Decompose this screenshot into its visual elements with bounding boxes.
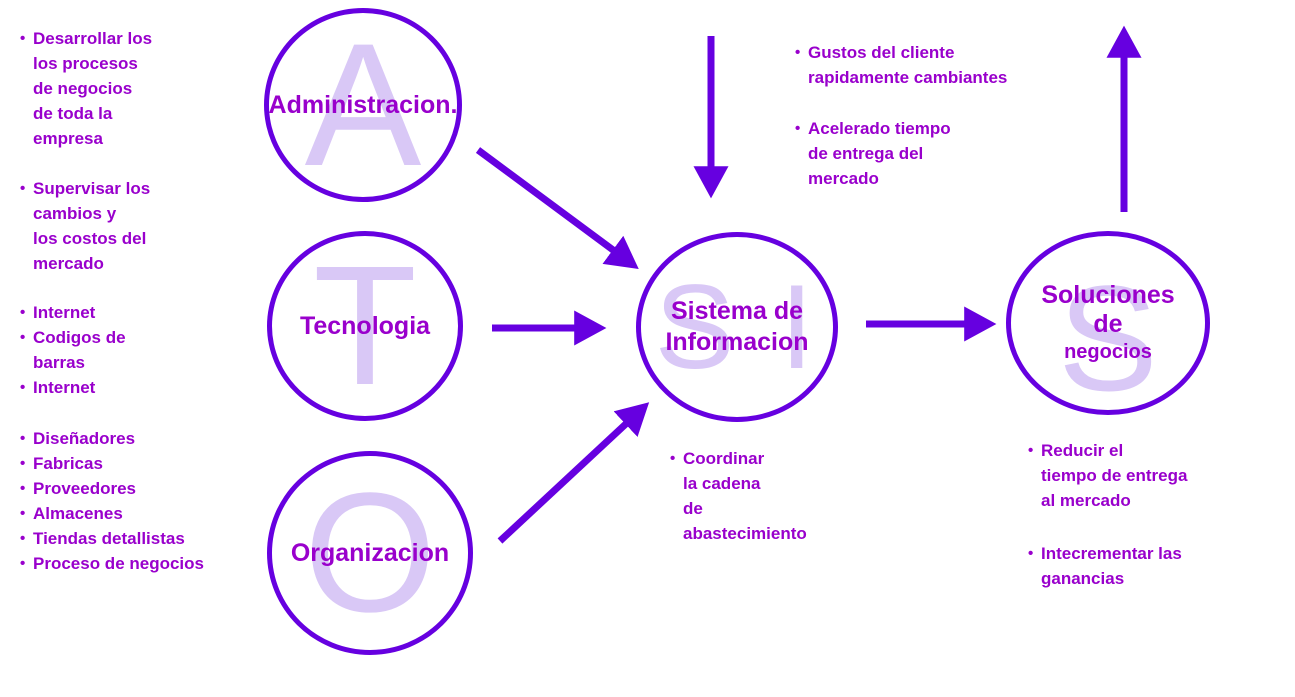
list-item-text: Desarrollar los los procesos de negocios… — [33, 29, 153, 148]
node-soluciones-label-bottom: negocios — [1064, 341, 1152, 363]
list-item-text: Reducir el tiempo de entrega al mercado — [1041, 441, 1188, 510]
list-item: Supervisar los cambios y los costos del … — [20, 176, 150, 276]
node-soluciones-label-top: Soluciones de — [1041, 281, 1175, 338]
list-item-text: Supervisar los cambios y los costos del … — [33, 179, 151, 273]
list-item: Coordinar la cadena de abastecimiento — [670, 446, 807, 546]
right-annotations: Reducir el tiempo de entrega al mercado … — [1028, 438, 1187, 619]
sistema-annotation: Coordinar la cadena de abastecimiento — [670, 446, 807, 546]
arrow-organizacion-to-sistema — [497, 402, 650, 544]
list-item-text: Internet — [33, 378, 96, 397]
list-item-text: Proceso de negocios — [33, 554, 204, 573]
list-item: Diseñadores — [20, 426, 204, 451]
node-sistema-label: Sistema de Informacion — [665, 297, 809, 356]
left-list-organizacion: Diseñadores Fabricas Proveedores Almacen… — [20, 426, 204, 576]
list-item-text: Almacenes — [33, 504, 123, 523]
node-administracion: A Administracion. — [264, 8, 462, 203]
list-item-text: Intecrementar las ganancias — [1041, 544, 1182, 588]
list-item: Intecrementar las ganancias — [1028, 541, 1187, 591]
node-organizacion: O Organizacion — [267, 451, 473, 655]
list-item-text: Codigos de barras — [33, 328, 126, 372]
list-item-text: Diseñadores — [33, 429, 136, 448]
left-list-administracion: Desarrollar los los procesos de negocios… — [20, 26, 152, 151]
left-list-tecnologia: Internet Codigos de barras Internet — [20, 300, 126, 400]
list-item-text: Fabricas — [33, 454, 103, 473]
node-tecnologia-label: Tecnologia — [299, 311, 431, 340]
list-item-text: Coordinar la cadena de abastecimiento — [683, 449, 807, 543]
list-item: Codigos de barras — [20, 325, 126, 375]
list-item: Gustos del cliente rapidamente cambiante… — [795, 40, 1007, 90]
list-item-text: Tiendas detallistas — [33, 529, 185, 548]
list-item: Proceso de negocios — [20, 551, 204, 576]
node-soluciones-de-negocios: S Soluciones de negocios — [1006, 231, 1210, 422]
list-item: Fabricas — [20, 451, 204, 476]
list-item: Almacenes — [20, 501, 204, 526]
list-item: Reducir el tiempo de entrega al mercado — [1028, 438, 1187, 513]
node-sistema-de-informacion: S I Sistema de Informacion — [636, 232, 838, 422]
node-soluciones-label: Soluciones de negocios — [1041, 281, 1174, 365]
node-administracion-label: Administracion. — [268, 90, 458, 119]
list-item: Acelerado tiempo de entrega del mercado — [795, 116, 1007, 191]
node-organizacion-label: Organizacion — [290, 538, 450, 567]
list-item: Tiendas detallistas — [20, 526, 204, 551]
arrow-administracion-to-sistema — [475, 147, 639, 269]
node-tecnologia: T Tecnologia — [267, 231, 463, 421]
left-list-supervisar: Supervisar los cambios y los costos del … — [20, 176, 150, 276]
top-annotations: Gustos del cliente rapidamente cambiante… — [795, 40, 1007, 217]
list-item-text: Proveedores — [33, 479, 136, 498]
list-item: Desarrollar los los procesos de negocios… — [20, 26, 152, 151]
list-item-text: Gustos del cliente rapidamente cambiante… — [808, 43, 1008, 87]
list-item-text: Internet — [33, 303, 96, 322]
list-item: Internet — [20, 300, 126, 325]
list-item-text: Acelerado tiempo de entrega del mercado — [808, 119, 951, 188]
list-item: Proveedores — [20, 476, 204, 501]
list-item: Internet — [20, 375, 126, 400]
